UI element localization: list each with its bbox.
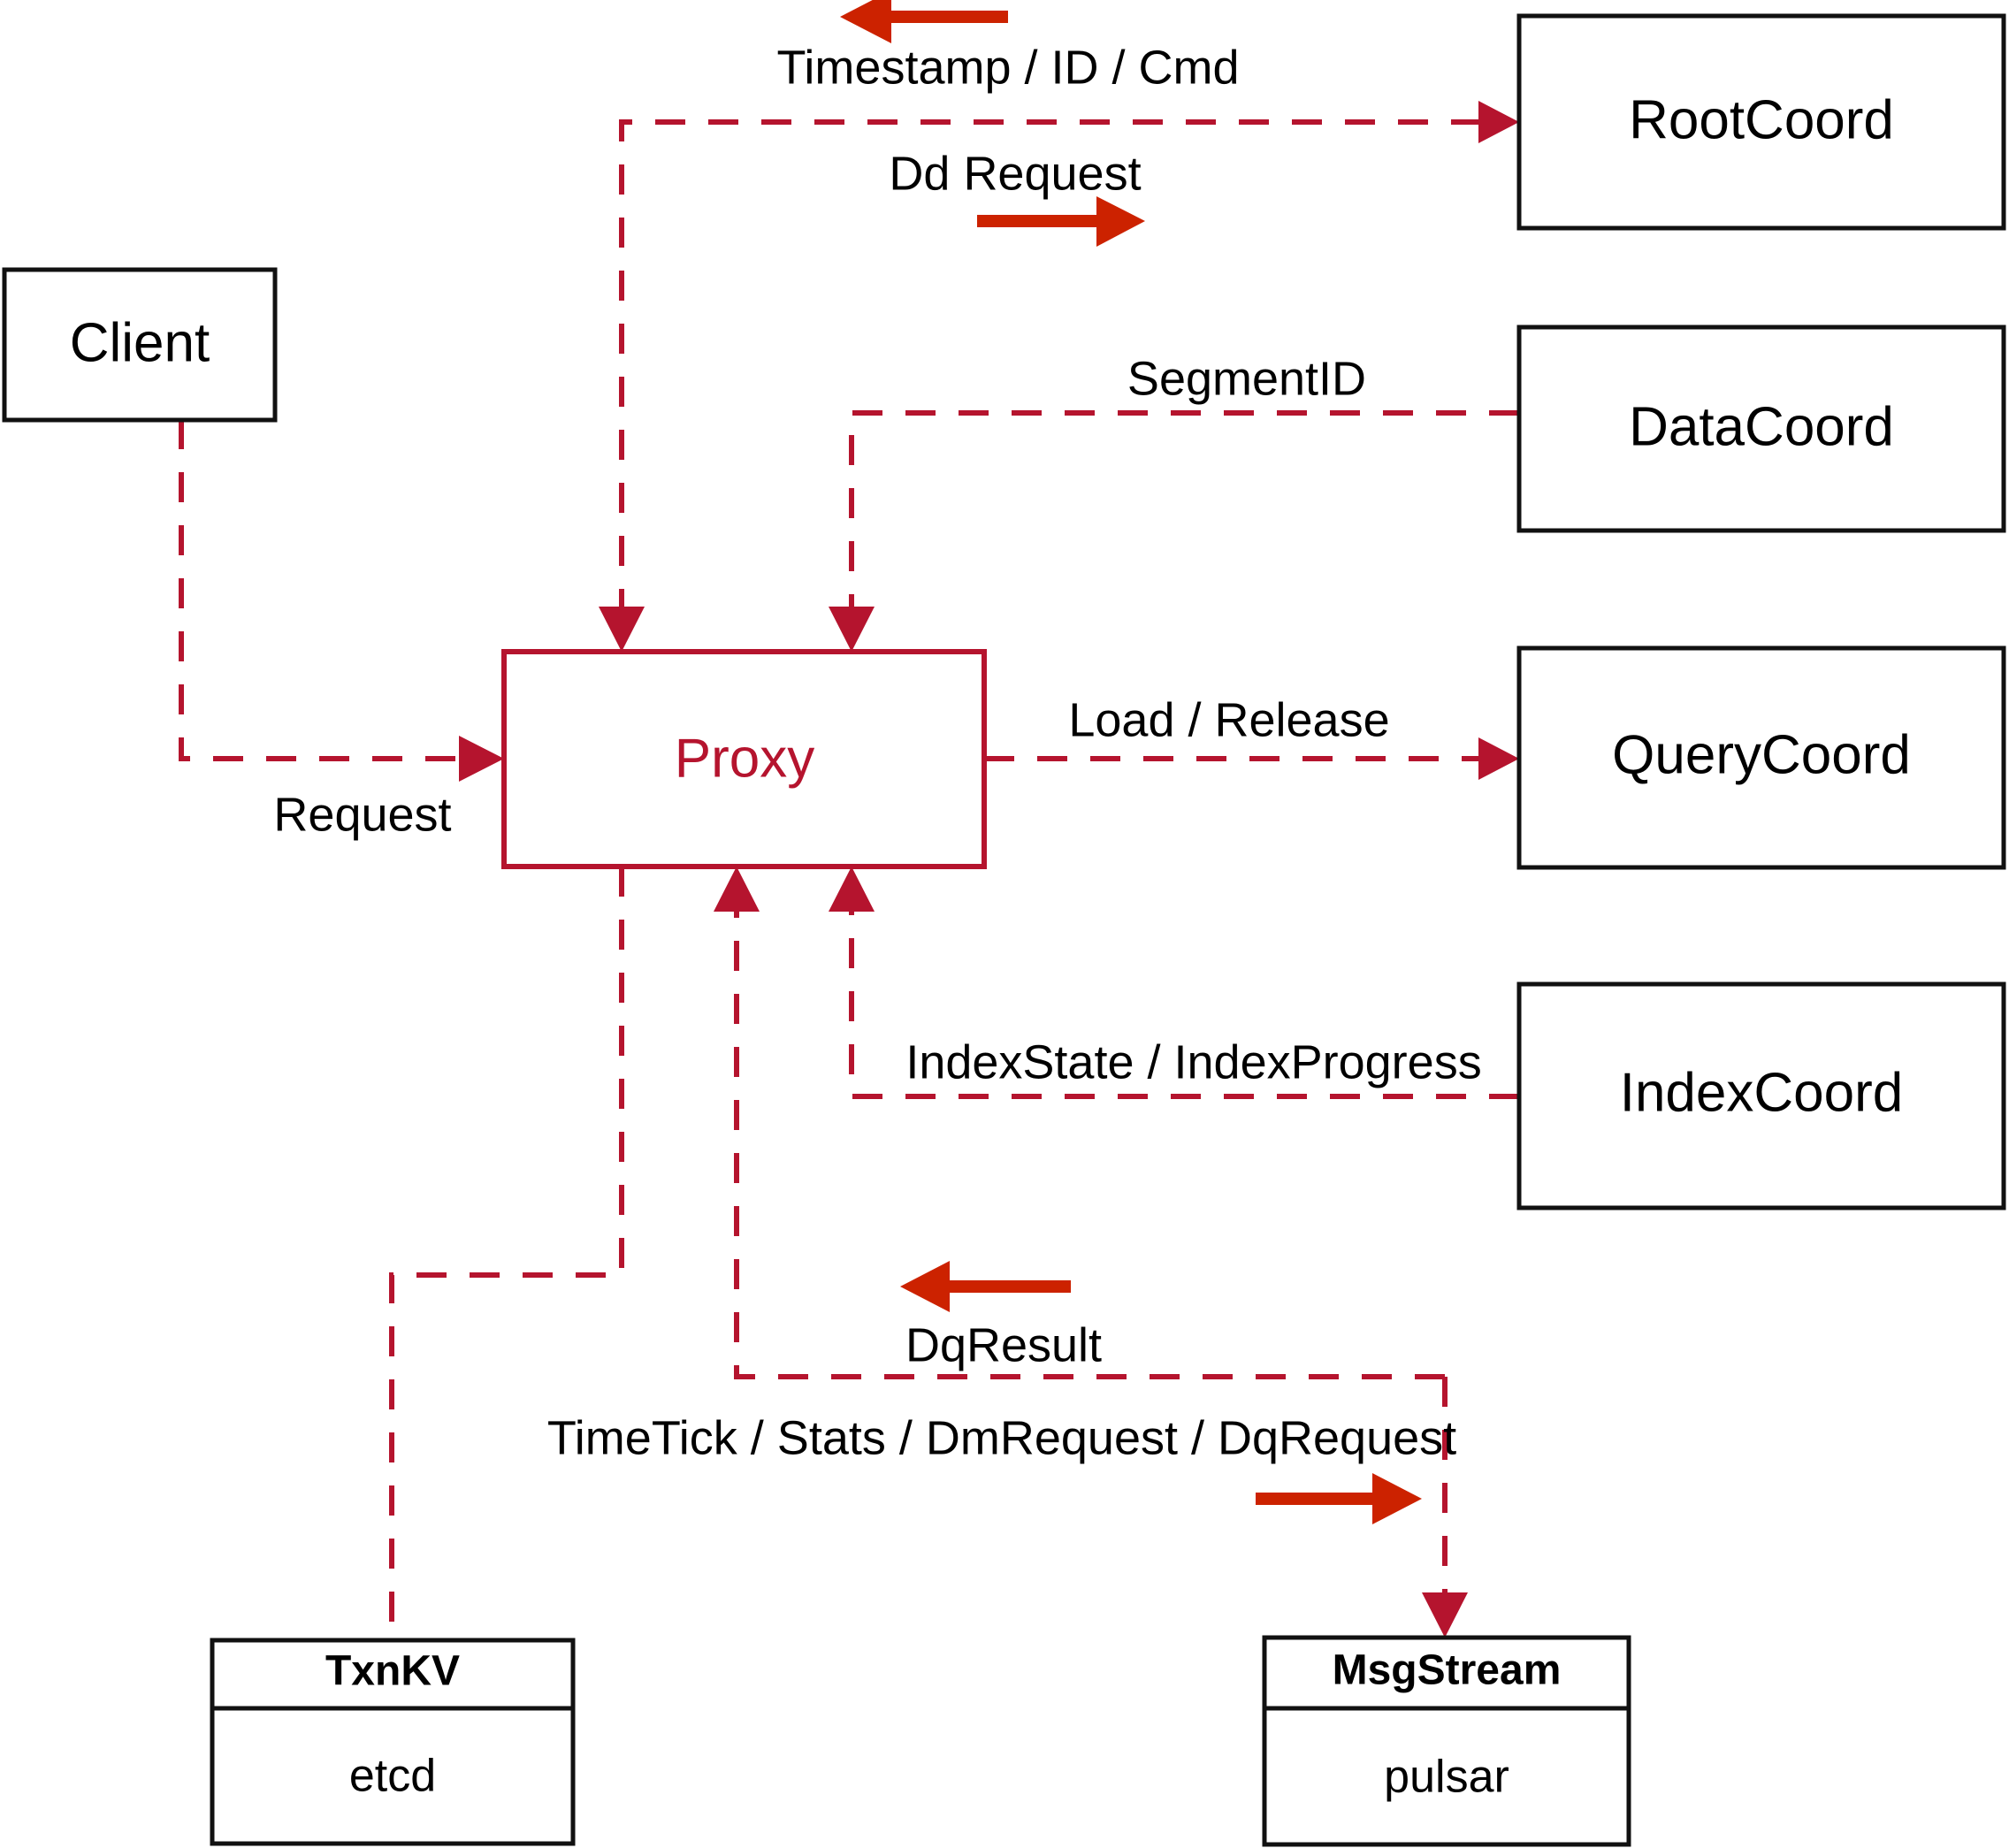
edge-label-dq-result: DqResult [905,1318,1102,1371]
node-proxy[interactable]: Proxy [501,649,987,869]
edge-label-timestamp-id-cmd: Timestamp / ID / Cmd [776,41,1239,94]
arrowhead-querycoord [1478,737,1519,780]
edge-msgstream-proxy [734,893,1445,1379]
node-rootcoord[interactable]: RootCoord [1516,13,2006,231]
node-txnkv-subtitle: etcd [349,1751,436,1802]
edge-client-proxy [179,419,482,761]
edge-label-load-release: Load / Release [1068,693,1389,746]
node-indexcoord[interactable]: IndexCoord [1516,981,2006,1210]
arrowhead-proxy-top-left [599,607,645,652]
edge-indexcoord-proxy [849,893,1519,1099]
node-txnkv[interactable]: TxnKV etcd [210,1638,576,1846]
arrowhead-proxy-bottom-right [829,867,875,912]
edge-proxy-rootcoord [619,119,1509,619]
edge-label-request: Request [273,788,451,841]
edge-datacoord-proxy [849,410,1519,619]
arrowhead-rootcoord [1478,101,1519,143]
arrowhead-proxy-top-right [829,607,875,652]
edge-proxy-txnkv [389,867,624,1640]
node-querycoord-label: QueryCoord [1612,724,1911,785]
edge-label-timetick-stats: TimeTick / Stats / DmRequest / DqRequest [547,1411,1456,1464]
node-client-label: Client [70,312,210,373]
flow-arrow-dd-request [977,196,1145,247]
node-client[interactable]: Client [2,267,278,423]
node-rootcoord-label: RootCoord [1629,89,1894,150]
flow-arrow-timetick [1256,1473,1422,1524]
node-querycoord[interactable]: QueryCoord [1516,645,2006,870]
node-msgstream[interactable]: MsgStream pulsar [1262,1635,1631,1847]
arrowhead-proxy-left [459,736,504,782]
flow-arrow-dq-result [900,1261,1071,1312]
node-proxy-label: Proxy [675,728,814,789]
edge-label-segment-id: SegmentID [1127,352,1366,405]
node-datacoord-label: DataCoord [1629,396,1894,457]
node-datacoord[interactable]: DataCoord [1516,325,2006,533]
node-msgstream-title: MsgStream [1333,1647,1562,1694]
node-indexcoord-label: IndexCoord [1620,1062,1904,1123]
edge-label-dd-request: Dd Request [889,147,1141,200]
flow-arrow-timestamp-id-cmd [840,0,1008,43]
node-txnkv-title: TxnKV [325,1648,460,1695]
edge-label-index-state: IndexState / IndexProgress [905,1035,1481,1088]
arrowhead-msgstream-top [1422,1592,1468,1638]
node-msgstream-subtitle: pulsar [1384,1752,1509,1803]
arrowhead-proxy-bottom-mid [714,867,760,912]
